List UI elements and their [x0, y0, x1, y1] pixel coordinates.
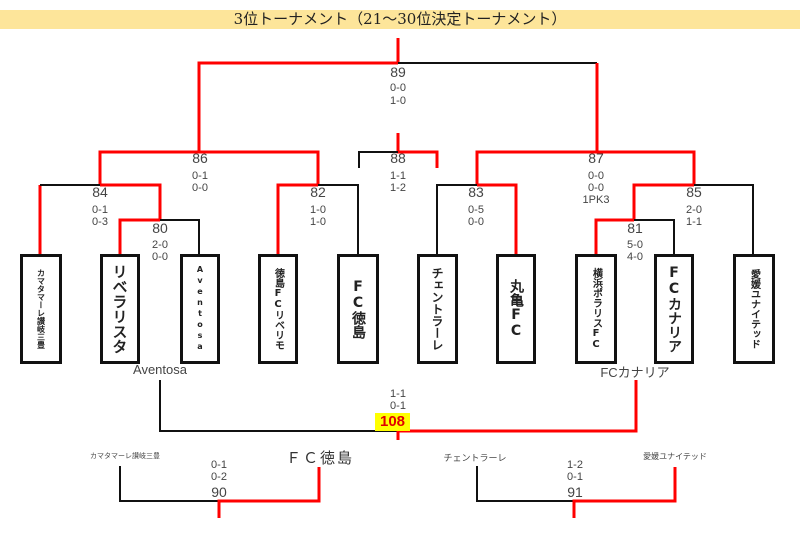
bracket-line-86-right	[199, 150, 320, 185]
match-score: 1-1	[390, 388, 406, 400]
team-name: Aventosa	[195, 265, 205, 353]
match-score: 0-1	[567, 471, 583, 483]
team-name: 愛媛ユナイテッド	[748, 269, 760, 349]
bracket-line-85-right	[694, 184, 754, 254]
match-score: 1-2	[567, 459, 583, 471]
page-title: 3位トーナメント（21～30位決定トーナメント）	[0, 10, 800, 29]
match-score: 0-1	[92, 204, 108, 216]
team-name: FC徳島	[350, 279, 366, 339]
match-score: 0-0	[192, 182, 208, 194]
team-box[interactable]: 丸亀FC	[496, 254, 536, 364]
bracket-line-85-left	[632, 183, 694, 220]
match-score: 0-1	[211, 459, 227, 471]
bracket-line-88-left	[358, 151, 398, 168]
match-score: 0-0	[390, 82, 406, 94]
match-number: 85	[686, 184, 702, 200]
team-name: 徳島FCリベリモ	[272, 268, 284, 350]
team-name: チェントラーレ	[430, 267, 444, 351]
team-box[interactable]: 横浜ポラリスFC	[575, 254, 617, 364]
bracket-line-81-right	[634, 219, 675, 254]
match90-left-team: カマタマーレ讃岐三豊	[90, 453, 160, 460]
match-score: 0-1	[192, 170, 208, 182]
match-score: 1-0	[310, 204, 326, 216]
team-box[interactable]: 徳島FCリベリモ	[258, 254, 298, 364]
bracket-line-81-left	[594, 218, 634, 254]
bracket-line-87-left	[475, 150, 597, 185]
match108-right-team: FCカナリア	[600, 365, 670, 380]
team-box[interactable]: 愛媛ユナイテッド	[733, 254, 775, 364]
match-number: 88	[390, 150, 406, 166]
bracket-line-82-right	[318, 184, 359, 254]
match-score: 0-3	[92, 216, 108, 228]
team-name: カマタマーレ讃岐三豊	[36, 269, 46, 349]
bracket-line-88-right	[396, 133, 439, 168]
match-score: 1-2	[390, 182, 406, 194]
match-number: 83	[468, 184, 484, 200]
bracket-line-90-left	[119, 466, 219, 502]
match91-left-team: チェントラーレ	[443, 453, 507, 463]
team-box[interactable]: Aventosa	[180, 254, 220, 364]
match108-number-highlight: 108	[375, 413, 410, 431]
bracket-line-83-left	[436, 184, 477, 254]
bracket-line-80-right	[160, 219, 200, 254]
match-number: 90	[211, 484, 227, 500]
match91-right-team: 愛媛ユナイテッド	[643, 452, 707, 461]
team-box[interactable]: FC徳島	[337, 254, 379, 364]
team-name: FCカナリア	[666, 265, 682, 353]
match-score: 2-0	[152, 239, 168, 251]
bracket-line-83-right	[477, 183, 518, 254]
match-score: 0-0	[588, 170, 604, 182]
bracket-line-87-right	[597, 150, 696, 185]
match-score: 2-0	[686, 204, 702, 216]
match-score: 0-0	[468, 216, 484, 228]
match-score: 1-0	[310, 216, 326, 228]
match-score: 1-0	[390, 95, 406, 107]
bracket-line-108-right	[396, 380, 638, 440]
match-number: 86	[192, 150, 208, 166]
team-box[interactable]: チェントラーレ	[417, 254, 458, 364]
match-number: 84	[92, 184, 108, 200]
bracket-line-89-left	[197, 61, 398, 152]
team-name: 横浜ポラリスFC	[590, 268, 602, 350]
match-number: 82	[310, 184, 326, 200]
team-box[interactable]: FCカナリア	[654, 254, 694, 364]
bracket-line-86-left	[98, 150, 199, 185]
match-score: 1-1	[686, 216, 702, 228]
match-score: 0-2	[211, 471, 227, 483]
bracket-line-90-right	[217, 467, 321, 518]
bracket-line-91-right	[572, 467, 677, 518]
match-score: 0-5	[468, 204, 484, 216]
bracket-line-80-left	[118, 218, 160, 254]
bracket-line-108-left	[159, 380, 398, 432]
match90-right-team: ＦＣ徳島	[285, 450, 354, 467]
match-number: 91	[567, 484, 583, 500]
match-number: 89	[390, 64, 406, 80]
match-score: 1-1	[390, 170, 406, 182]
match-score: 0-0	[588, 182, 604, 194]
match-score: 4-0	[627, 251, 643, 263]
match-score: 0-1	[390, 400, 406, 412]
bracket-line-82-left	[276, 183, 318, 254]
team-name: 丸亀FC	[508, 279, 524, 339]
match108-left-team: Aventosa	[133, 362, 187, 377]
match-score: 1PK3	[582, 194, 610, 206]
bracket-line-84-right	[100, 183, 162, 220]
team-name: リベラリスタ	[110, 264, 129, 354]
match-number: 87	[588, 150, 604, 166]
match-score: 0-0	[152, 251, 168, 263]
match-score: 5-0	[627, 239, 643, 251]
match-number: 80	[152, 220, 168, 236]
team-box[interactable]: リベラリスタ	[100, 254, 140, 364]
match-number: 81	[627, 220, 643, 236]
team-box[interactable]: カマタマーレ讃岐三豊	[20, 254, 62, 364]
bracket-line-91-left	[476, 466, 574, 502]
